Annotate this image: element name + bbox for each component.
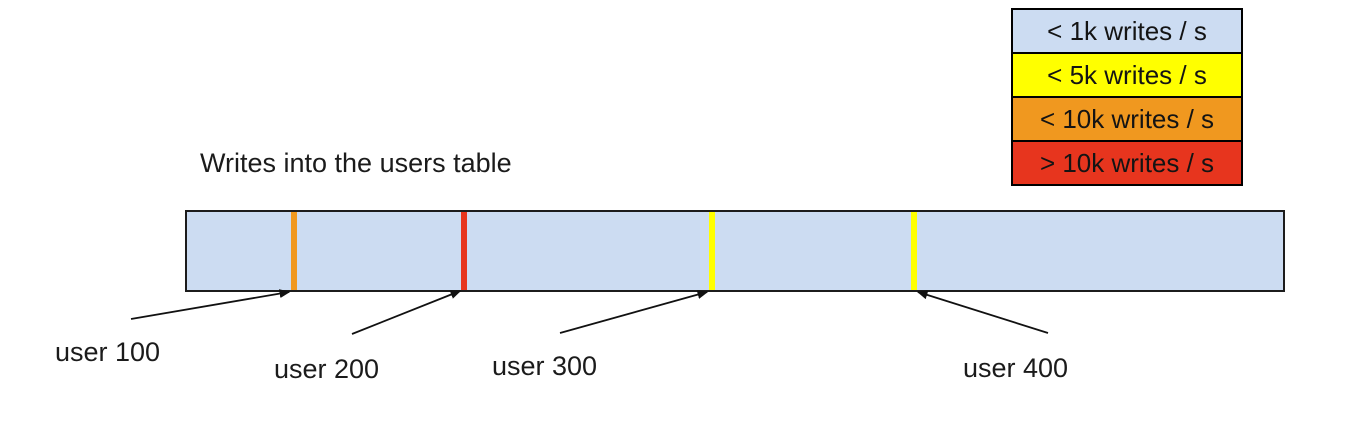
user-200-label: user 200 — [274, 354, 380, 384]
user-100-label: user 100 — [55, 337, 161, 367]
user-400-label: user 400 — [963, 353, 1069, 383]
arrow-user-100 — [130, 289, 291, 320]
legend-item-label: < 10k writes / s — [1039, 103, 1215, 134]
legend-item-gt-10k: > 10k writes / s — [1011, 140, 1243, 186]
arrow-user-400 — [916, 290, 1049, 334]
legend-item-label: < 5k writes / s — [1047, 59, 1207, 90]
hot-key-stripe-user-300 — [709, 212, 715, 290]
hot-key-stripe-user-400 — [911, 212, 917, 290]
users-table-bar — [185, 210, 1285, 292]
diagram-title: Writes into the users table — [200, 148, 512, 178]
arrow-user-200 — [351, 290, 462, 335]
legend-item-label: < 1k writes / s — [1047, 15, 1207, 46]
hot-key-stripe-user-100 — [291, 212, 297, 290]
legend-item-lt-5k: < 5k writes / s — [1011, 52, 1243, 98]
user-300-label: user 300 — [492, 351, 598, 381]
legend-item-label: > 10k writes / s — [1039, 147, 1215, 178]
legend: < 1k writes / s < 5k writes / s < 10k wr… — [1011, 8, 1243, 186]
arrow-user-300 — [559, 290, 709, 334]
legend-item-lt-1k: < 1k writes / s — [1011, 8, 1243, 54]
hot-key-stripe-user-200 — [461, 212, 467, 290]
legend-item-lt-10k: < 10k writes / s — [1011, 96, 1243, 142]
